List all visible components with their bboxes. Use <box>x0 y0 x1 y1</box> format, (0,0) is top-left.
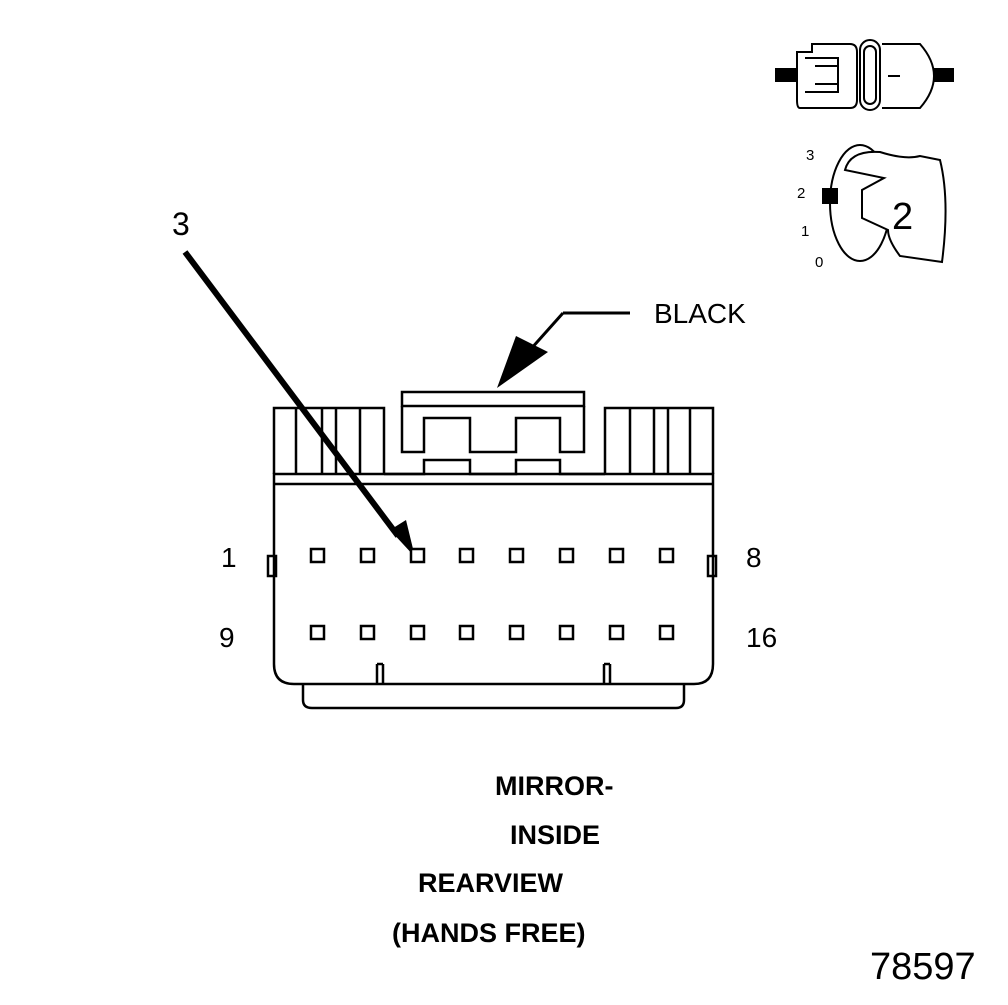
pin-4 <box>458 547 475 564</box>
pin-16 <box>658 624 675 641</box>
connector-color-label: BLACK <box>654 298 746 329</box>
pin-14 <box>558 624 575 641</box>
pin-label-1: 1 <box>221 542 237 573</box>
pin-10 <box>359 624 376 641</box>
pin-3 <box>409 547 426 564</box>
figure-number: 78597 <box>870 946 976 988</box>
pin-label-9: 9 <box>219 622 235 653</box>
pin-11 <box>409 624 426 641</box>
title-line-1: MIRROR- <box>495 771 614 801</box>
pin-8 <box>658 547 675 564</box>
pin-1 <box>309 547 326 564</box>
pin-6 <box>558 547 575 564</box>
keying-position-1: 1 <box>801 223 810 240</box>
title-line-3: REARVIEW <box>418 868 564 898</box>
pin-13 <box>508 624 525 641</box>
connector-mating-icon <box>775 39 954 111</box>
keying-position-0: 0 <box>815 254 824 271</box>
title-line-2: INSIDE <box>510 820 601 850</box>
pin-callout-label: 3 <box>172 206 190 242</box>
pin-9 <box>309 624 326 641</box>
pin-7 <box>608 547 625 564</box>
pin-cavities <box>309 547 675 641</box>
keying-selected-value: 2 <box>892 196 914 238</box>
pin-label-8: 8 <box>746 542 762 573</box>
pin-12 <box>458 624 475 641</box>
pin-label-16: 16 <box>746 622 778 653</box>
pin-15 <box>608 624 625 641</box>
color-leader-line <box>497 311 630 388</box>
pin-5 <box>508 547 525 564</box>
keying-indicator-icon <box>822 144 947 264</box>
pin-2 <box>359 547 376 564</box>
keying-position-2: 2 <box>797 185 806 202</box>
connector-body <box>266 390 718 710</box>
keying-position-3: 3 <box>806 147 815 164</box>
pin-callout-arrow <box>182 250 415 557</box>
title-line-4: (HANDS FREE) <box>392 918 586 948</box>
